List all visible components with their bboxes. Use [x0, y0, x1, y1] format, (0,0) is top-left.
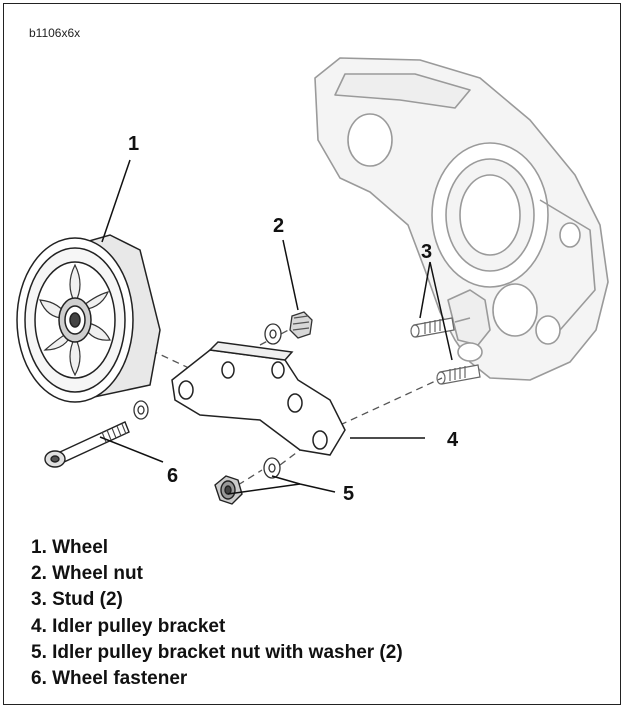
wheel-nut-washer — [264, 323, 282, 345]
wheel — [16, 234, 161, 403]
idler-pulley-bracket — [171, 341, 346, 456]
legend-item-wheel: 1. Wheel — [31, 537, 109, 558]
bracket-washer — [263, 457, 281, 479]
legend-item-wheel-fastener: 6. Wheel fastener — [31, 668, 188, 690]
engine-housing — [314, 57, 609, 381]
legend-item-idler-pulley-bracket: 4. Idler pulley bracket — [31, 615, 226, 637]
parts-legend: 1. Wheel 2. Wheel nut 3. Stud (2) 4. Idl… — [31, 535, 403, 692]
wheel-nut — [289, 311, 313, 339]
figure-code: b1106x6x — [29, 26, 81, 40]
stud-upper — [410, 317, 455, 338]
callout-4: 4 — [447, 429, 459, 451]
callout-5: 5 — [343, 483, 354, 505]
stud-lower — [436, 364, 481, 385]
callout-6: 6 — [167, 465, 178, 487]
legend-item-wheel-nut: 2. Wheel nut — [31, 563, 143, 585]
callout-3: 3 — [421, 241, 432, 263]
wheel-fastener — [44, 421, 130, 468]
legend-item-stud: 3. Stud (2) — [31, 589, 123, 611]
legend-item-bracket-nut-washer: 5. Idler pulley bracket nut with washer … — [31, 641, 403, 663]
callout-2: 2 — [273, 215, 284, 237]
leader-lines — [99, 159, 453, 495]
bracket-nut — [214, 475, 243, 505]
wheel-fastener-washer — [133, 400, 149, 420]
callout-1: 1 — [128, 133, 139, 155]
